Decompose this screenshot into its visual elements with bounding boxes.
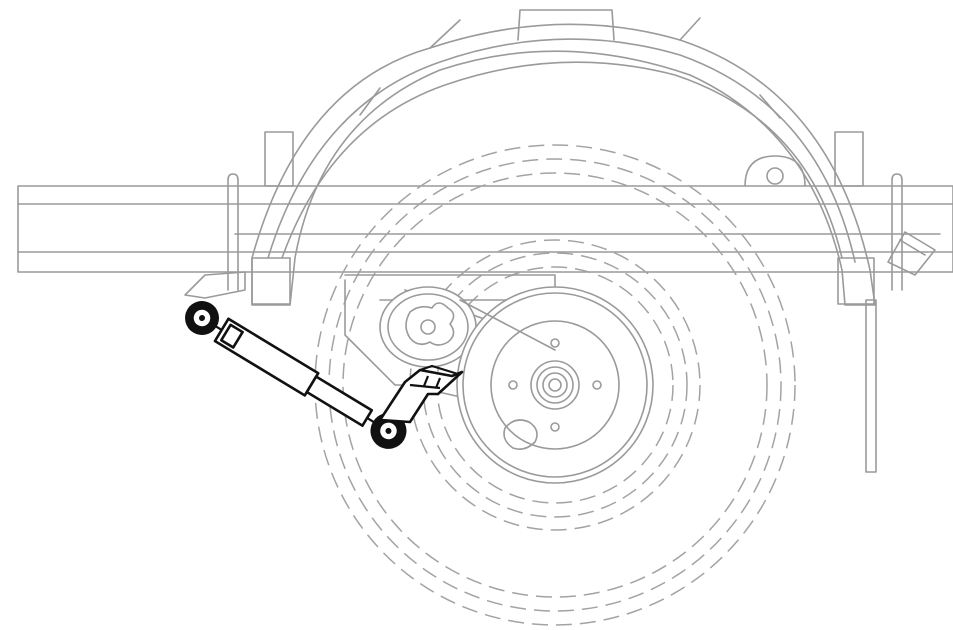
wheel-fender — [251, 9, 876, 306]
wheel-hub — [456, 286, 654, 484]
shock-absorber — [185, 301, 407, 449]
shock-rod — [305, 375, 374, 427]
frame-rail — [17, 131, 953, 473]
shock-mount-bracket — [378, 364, 464, 424]
